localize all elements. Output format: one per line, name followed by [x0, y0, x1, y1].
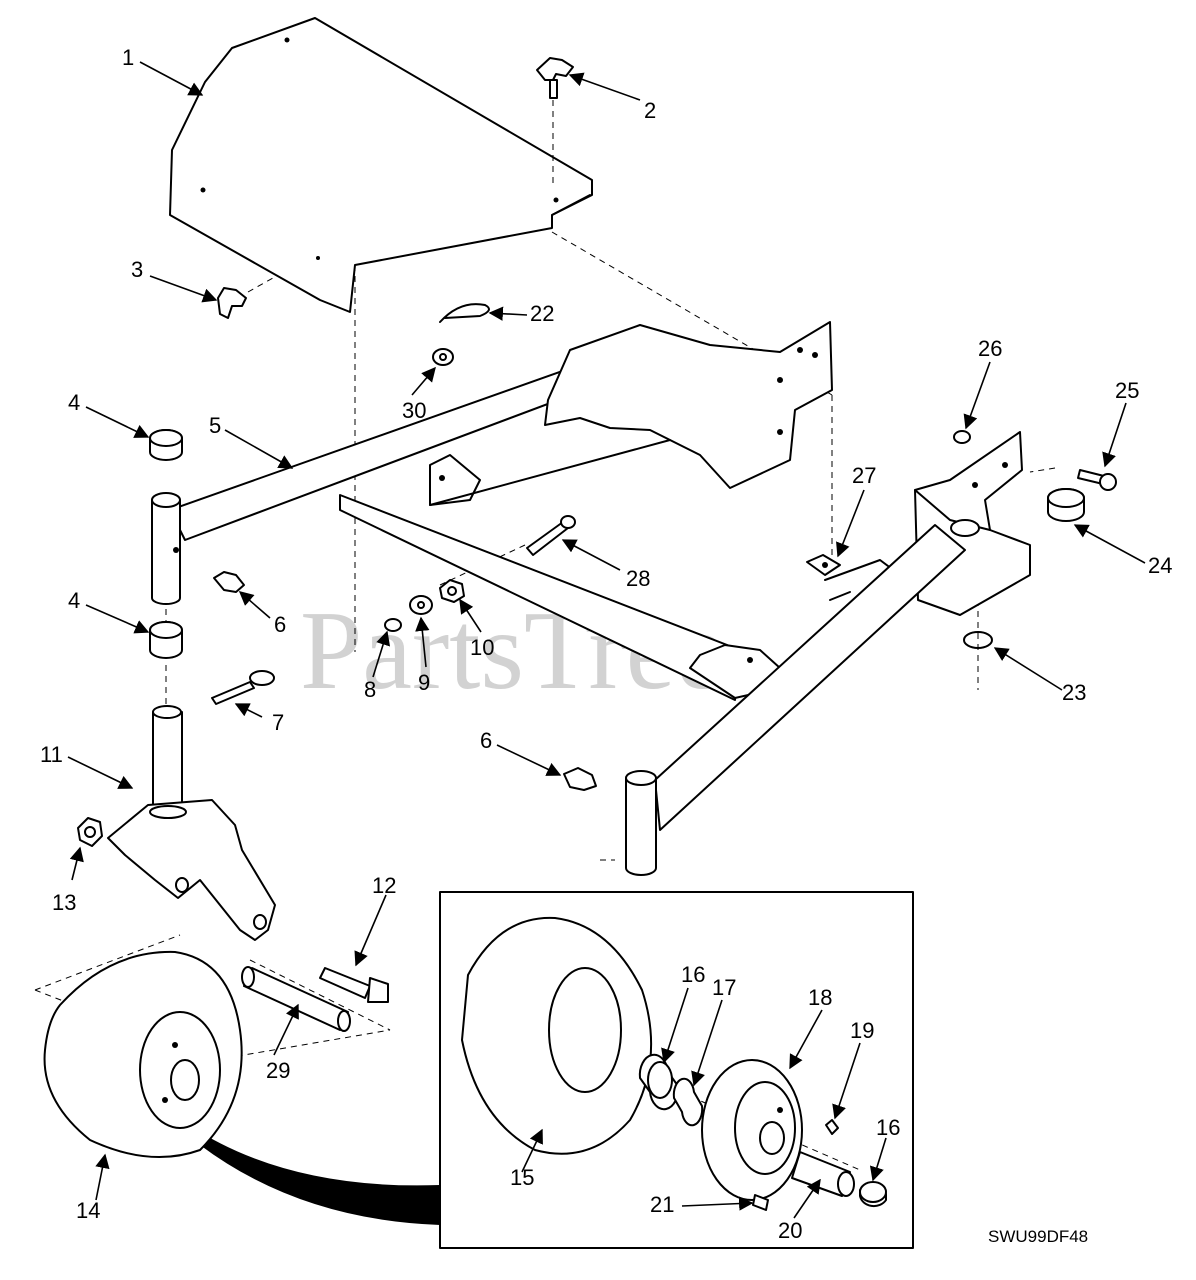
callout-29: 29	[266, 1058, 290, 1083]
part-3-knob	[217, 287, 247, 319]
part-4-bushings	[149, 429, 183, 659]
part-2-knob	[536, 57, 574, 188]
callout-1: 1	[122, 45, 134, 70]
part-6-grease-fitting-right	[563, 767, 597, 791]
callout-13: 13	[52, 890, 76, 915]
callout-16-left: 16	[681, 962, 705, 987]
callout-3: 3	[131, 257, 143, 282]
callout-30: 30	[402, 398, 426, 423]
part-8-lockwasher	[384, 618, 402, 632]
callout-9: 9	[418, 670, 430, 695]
callout-21: 21	[650, 1192, 674, 1217]
callout-4-bottom: 4	[68, 588, 80, 613]
callout-25: 25	[1115, 378, 1139, 403]
part-27-clip-nut	[806, 554, 841, 576]
part-20-axle-spacer	[791, 1151, 855, 1197]
drawing-ref: SWU99DF48	[988, 1227, 1088, 1246]
callout-15: 15	[510, 1165, 534, 1190]
callout-2: 2	[644, 98, 656, 123]
callout-10: 10	[470, 635, 494, 660]
part-28-bolt	[526, 515, 576, 556]
part-22-hairpin	[439, 303, 490, 323]
part-13-nut	[77, 817, 103, 847]
right-arm	[625, 524, 966, 876]
callout-16-right: 16	[876, 1115, 900, 1140]
callout-24: 24	[1148, 553, 1172, 578]
part-9-washer	[409, 595, 433, 615]
part-15-tire	[461, 916, 653, 1155]
right-pivot-bracket	[914, 431, 1031, 616]
left-pivot-tube	[151, 492, 181, 605]
part-19-valve	[825, 1119, 839, 1135]
callout-20: 20	[778, 1218, 802, 1243]
part-7-pin	[211, 670, 275, 705]
leader-lines	[67, 61, 1146, 1219]
part-11-caster-fork	[107, 705, 276, 941]
callout-12: 12	[372, 873, 396, 898]
part-24-bushing	[1047, 488, 1085, 522]
part-29-spacer	[241, 966, 351, 1032]
part-16-bearing-left	[638, 1053, 680, 1111]
part-1-shield	[169, 17, 593, 313]
part-26-nut	[953, 430, 971, 444]
callout-4-top: 4	[68, 390, 80, 415]
callout-5: 5	[209, 413, 221, 438]
callout-28: 28	[626, 566, 650, 591]
callout-6-right: 6	[480, 728, 492, 753]
callout-labels: 1 2 3 4 5 4 6 7 22 30 8 9 10 28 27 26 25…	[40, 45, 1172, 1243]
part-21-valve-stem	[752, 1194, 769, 1211]
callout-7: 7	[272, 710, 284, 735]
part-16-bearing-right	[859, 1181, 887, 1208]
part-23-snap-ring	[963, 631, 993, 649]
callout-19: 19	[850, 1018, 874, 1043]
detail-inset	[439, 891, 914, 1249]
callout-8: 8	[364, 677, 376, 702]
callout-18: 18	[808, 985, 832, 1010]
part-12-bolt	[319, 967, 389, 1003]
part-10-nut	[439, 579, 465, 603]
callout-6-left: 6	[274, 612, 286, 637]
callout-11: 11	[40, 742, 63, 767]
connector-band	[200, 1135, 440, 1225]
part-6-grease-fitting-left	[213, 571, 245, 593]
main-frame	[169, 321, 901, 701]
part-18-rim	[701, 1059, 803, 1201]
part-14-wheel	[43, 950, 440, 1225]
callout-14: 14	[76, 1198, 100, 1223]
callout-23: 23	[1062, 680, 1086, 705]
callout-27: 27	[852, 463, 876, 488]
part-17-spacer	[672, 1077, 704, 1127]
callout-26: 26	[978, 336, 1002, 361]
callout-17: 17	[712, 975, 736, 1000]
callout-22: 22	[530, 301, 554, 326]
part-30-washer	[432, 348, 454, 366]
part-25-bolt	[1077, 469, 1117, 491]
